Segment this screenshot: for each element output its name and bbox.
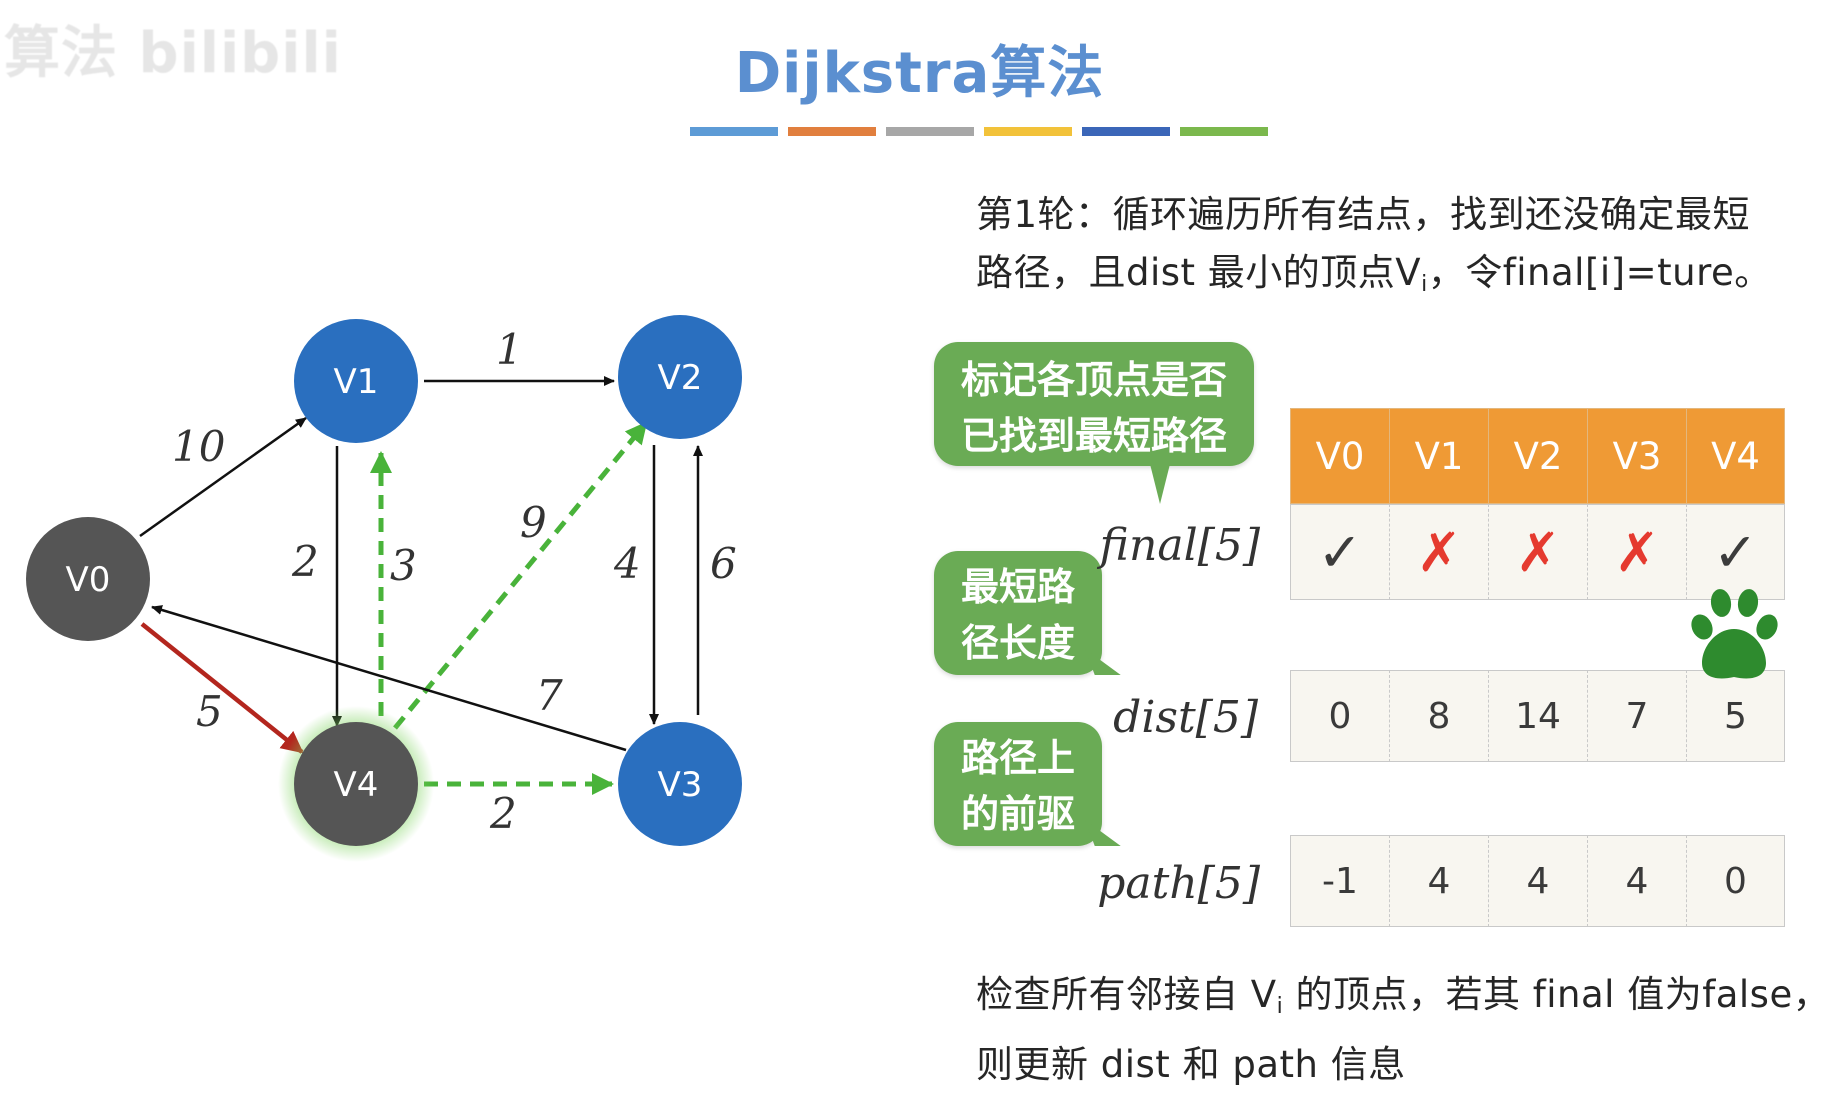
vertex-subscript: i (1276, 994, 1284, 1019)
edge-v0-v4 (140, 622, 304, 754)
dist-cell: 0 (1290, 670, 1389, 762)
edge-weight-v4-v3: 2 (489, 789, 517, 838)
final-cell-check-icon: ✓ (1290, 504, 1389, 600)
graph-diagram: 10 1 2 3 9 4 6 7 5 2 V0 V1 V2 V3 V4 (26, 315, 742, 862)
paw-print-icon (1691, 589, 1778, 679)
final-callout-line1: 标记各顶点是否 (960, 358, 1227, 402)
node-v3-label: V3 (658, 765, 703, 805)
path-callout-line2: 的前驱 (960, 792, 1075, 836)
vertex-header-row: V0 V1 V2 V3 V4 (1290, 408, 1785, 504)
edge-weight-v0-v4: 5 (196, 687, 223, 736)
path-callout: 路径上 的前驱 (934, 722, 1121, 846)
path-array-label: path[5] (1097, 858, 1260, 909)
edge-weight-v3-v0: 7 (536, 671, 563, 720)
edge-weight-v4-v2: 9 (520, 498, 547, 547)
dist-callout-line1: 最短路 (960, 565, 1075, 609)
final-callout-tail (1150, 464, 1170, 504)
node-v1 (294, 319, 418, 443)
dist-callout: 最短路 径长度 (934, 551, 1121, 675)
dist-cell: 14 (1488, 670, 1587, 762)
node-v4 (294, 722, 418, 846)
header-cell: V0 (1290, 408, 1389, 504)
path-callout-line1: 路径上 (960, 736, 1075, 780)
node-v4-label: V4 (334, 765, 379, 805)
round-description-line2-text: 路径，且dist 最小的顶点V (976, 251, 1422, 294)
path-array-row: -1 4 4 4 0 (1290, 835, 1785, 927)
dist-callout-tail (1085, 649, 1121, 675)
page-title: Dijkstra算法 (734, 41, 1105, 106)
dist-array-label: dist[5] (1113, 692, 1258, 743)
node-v2 (618, 315, 742, 439)
edge-weight-v1-v2: 1 (496, 325, 523, 374)
path-callout-tail (1085, 820, 1121, 846)
title-color-bar (690, 127, 1268, 136)
color-bar-segment (1180, 127, 1268, 136)
edge-weight-v2-v3: 4 (613, 539, 641, 588)
color-bar-segment (788, 127, 876, 136)
final-callout-line2: 已找到最短路径 (960, 414, 1227, 458)
path-cell: -1 (1290, 835, 1389, 927)
edge-weight-v0-v1: 10 (172, 422, 225, 471)
edge-v0-v1 (139, 416, 307, 538)
node-v0 (26, 517, 150, 641)
final-cell-cross-icon: ✗ (1488, 504, 1587, 600)
path-cell: 4 (1488, 835, 1587, 927)
update-description-line2: 则更新 dist 和 path 信息 (976, 1043, 1406, 1086)
edge-v3-v0 (151, 605, 627, 752)
header-cell: V2 (1488, 408, 1587, 504)
vertex-subscript: i (1421, 272, 1428, 297)
final-array-label: final[5] (1099, 520, 1260, 571)
edge-weight-v1-v4: 2 (291, 537, 319, 586)
dist-callout-line2: 径长度 (960, 621, 1075, 665)
color-bar-segment (886, 127, 974, 136)
dist-cell: 8 (1389, 670, 1488, 762)
dist-cell: 7 (1587, 670, 1686, 762)
round-description-line2-suffix: ，令final[i]=ture。 (1427, 251, 1772, 294)
dist-cell: 5 (1686, 670, 1785, 762)
update-description-line1-suffix: 的顶点，若其 final 值为false， (1283, 973, 1831, 1016)
edge-weight-v3-v2: 6 (710, 539, 737, 588)
update-description-line1: 检查所有邻接自 Vi 的顶点，若其 final 值为false， (976, 966, 1836, 1036)
round-description-line2: 路径，且dist 最小的顶点Vi，令final[i]=ture。 (976, 244, 1826, 314)
edge-weight-v4-v1: 3 (390, 541, 417, 590)
dist-array-row: 0 8 14 7 5 (1290, 670, 1785, 762)
path-cell: 0 (1686, 835, 1785, 927)
node-v0-label: V0 (66, 560, 111, 600)
update-description-line1-text: 检查所有邻接自 V (976, 973, 1277, 1016)
header-cell: V1 (1389, 408, 1488, 504)
color-bar-segment (690, 127, 778, 136)
final-array-row: ✓ ✗ ✗ ✗ ✓ (1290, 504, 1785, 600)
update-description: 检查所有邻接自 Vi 的顶点，若其 final 值为false， 则更新 dis… (976, 966, 1836, 1094)
path-cell: 4 (1389, 835, 1488, 927)
final-cell-check-icon: ✓ (1686, 504, 1785, 600)
header-cell: V3 (1587, 408, 1686, 504)
color-bar-segment (984, 127, 1072, 136)
final-callout: 标记各顶点是否 已找到最短路径 (934, 342, 1254, 504)
header-cell: V4 (1686, 408, 1785, 504)
edge-v4-v2 (393, 421, 648, 730)
round-description: 第1轮：循环遍历所有结点，找到还没确定最短 路径，且dist 最小的顶点Vi，令… (976, 186, 1826, 314)
round-description-line1: 第1轮：循环遍历所有结点，找到还没确定最短 (976, 193, 1751, 236)
bilibili-watermark: 算法 bilibili (4, 21, 342, 86)
final-cell-cross-icon: ✗ (1587, 504, 1686, 600)
color-bar-segment (1082, 127, 1170, 136)
node-v3 (618, 722, 742, 846)
node-v2-label: V2 (658, 358, 703, 398)
final-cell-cross-icon: ✗ (1389, 504, 1488, 600)
path-cell: 4 (1587, 835, 1686, 927)
node-v1-label: V1 (334, 362, 379, 402)
